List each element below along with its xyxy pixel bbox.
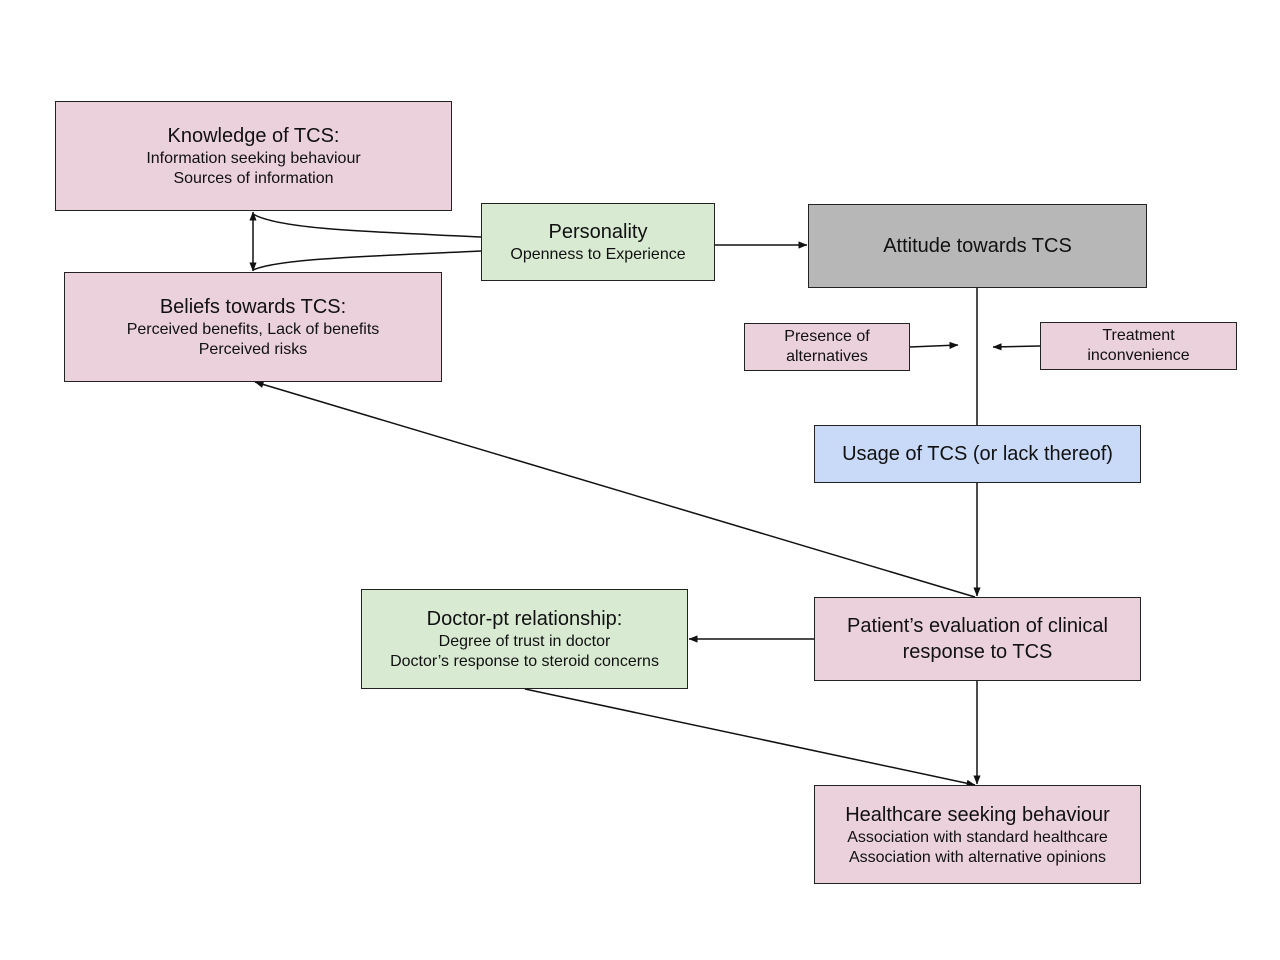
node-detail: Information seeking behaviour: [146, 150, 361, 167]
node-text: Treatment: [1102, 327, 1175, 344]
node-title: Beliefs towards TCS:: [159, 296, 347, 318]
node-detail: Doctor’s response to steroid concerns: [390, 653, 659, 670]
node-title: Knowledge of TCS:: [167, 125, 340, 147]
node-detail: Perceived risks: [198, 341, 308, 358]
node-title: Personality: [548, 221, 648, 243]
arrow-presence-moderator: [909, 341, 959, 349]
node-treatment-inconvenience: Treatment inconvenience: [1040, 322, 1237, 370]
node-usage-of-tcs: Usage of TCS (or lack thereof): [814, 425, 1141, 483]
arrow-treatment-moderator: [992, 343, 1041, 351]
node-text: inconvenience: [1087, 347, 1190, 364]
node-detail: Openness to Experience: [510, 246, 686, 263]
node-detail: Perceived benefits, Lack of benefits: [126, 321, 380, 338]
node-text: Presence of: [784, 328, 870, 345]
node-personality: Personality Openness to Experience: [481, 203, 715, 281]
node-patient-evaluation: Patient’s evaluation of clinical respons…: [814, 597, 1141, 681]
node-attitude-towards-tcs: Attitude towards TCS: [808, 204, 1147, 288]
node-detail: Sources of information: [173, 170, 334, 187]
node-title: Healthcare seeking behaviour: [845, 803, 1110, 826]
node-title: Attitude towards TCS: [883, 235, 1072, 257]
node-title: Doctor-pt relationship:: [426, 608, 623, 630]
arrow-evaluation-beliefs: [254, 380, 976, 598]
arrow-doctor-healthcare: [524, 688, 976, 787]
connector-personality-beliefs: [252, 250, 482, 271]
node-healthcare-seeking-behaviour: Healthcare seeking behaviour Association…: [814, 785, 1141, 884]
node-knowledge-of-tcs: Knowledge of TCS: Information seeking be…: [55, 101, 452, 211]
node-detail: Degree of trust in doctor: [438, 633, 611, 650]
node-title: response to TCS: [902, 641, 1053, 663]
node-detail: Association with standard healthcare: [847, 828, 1108, 846]
node-doctor-pt-relationship: Doctor-pt relationship: Degree of trust …: [361, 589, 688, 689]
node-title: Patient’s evaluation of clinical: [847, 615, 1108, 637]
node-text: alternatives: [786, 348, 868, 365]
node-detail: Association with alternative opinions: [848, 848, 1107, 866]
node-presence-of-alternatives: Presence of alternatives: [744, 323, 910, 371]
node-title: Usage of TCS (or lack thereof): [842, 443, 1113, 465]
node-beliefs-towards-tcs: Beliefs towards TCS: Perceived benefits,…: [64, 272, 442, 382]
connector-personality-knowledge: [252, 213, 482, 238]
